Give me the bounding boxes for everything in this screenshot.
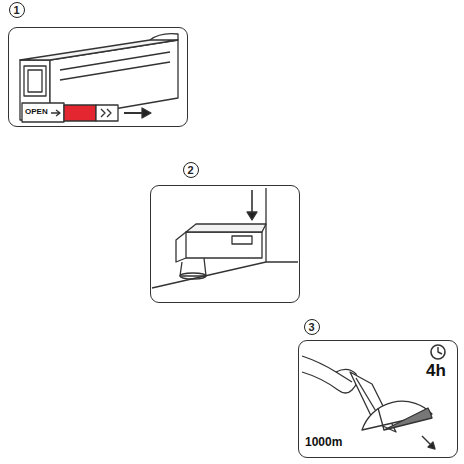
step-number: 2 — [183, 162, 199, 178]
time-label: 4h — [425, 362, 447, 379]
tab-label: OPEN — [24, 108, 49, 116]
distance-label: 1000m — [304, 436, 343, 448]
step-panel: 2 — [150, 185, 300, 303]
step-number: 1 — [9, 2, 25, 18]
step-number: 3 — [304, 319, 320, 335]
